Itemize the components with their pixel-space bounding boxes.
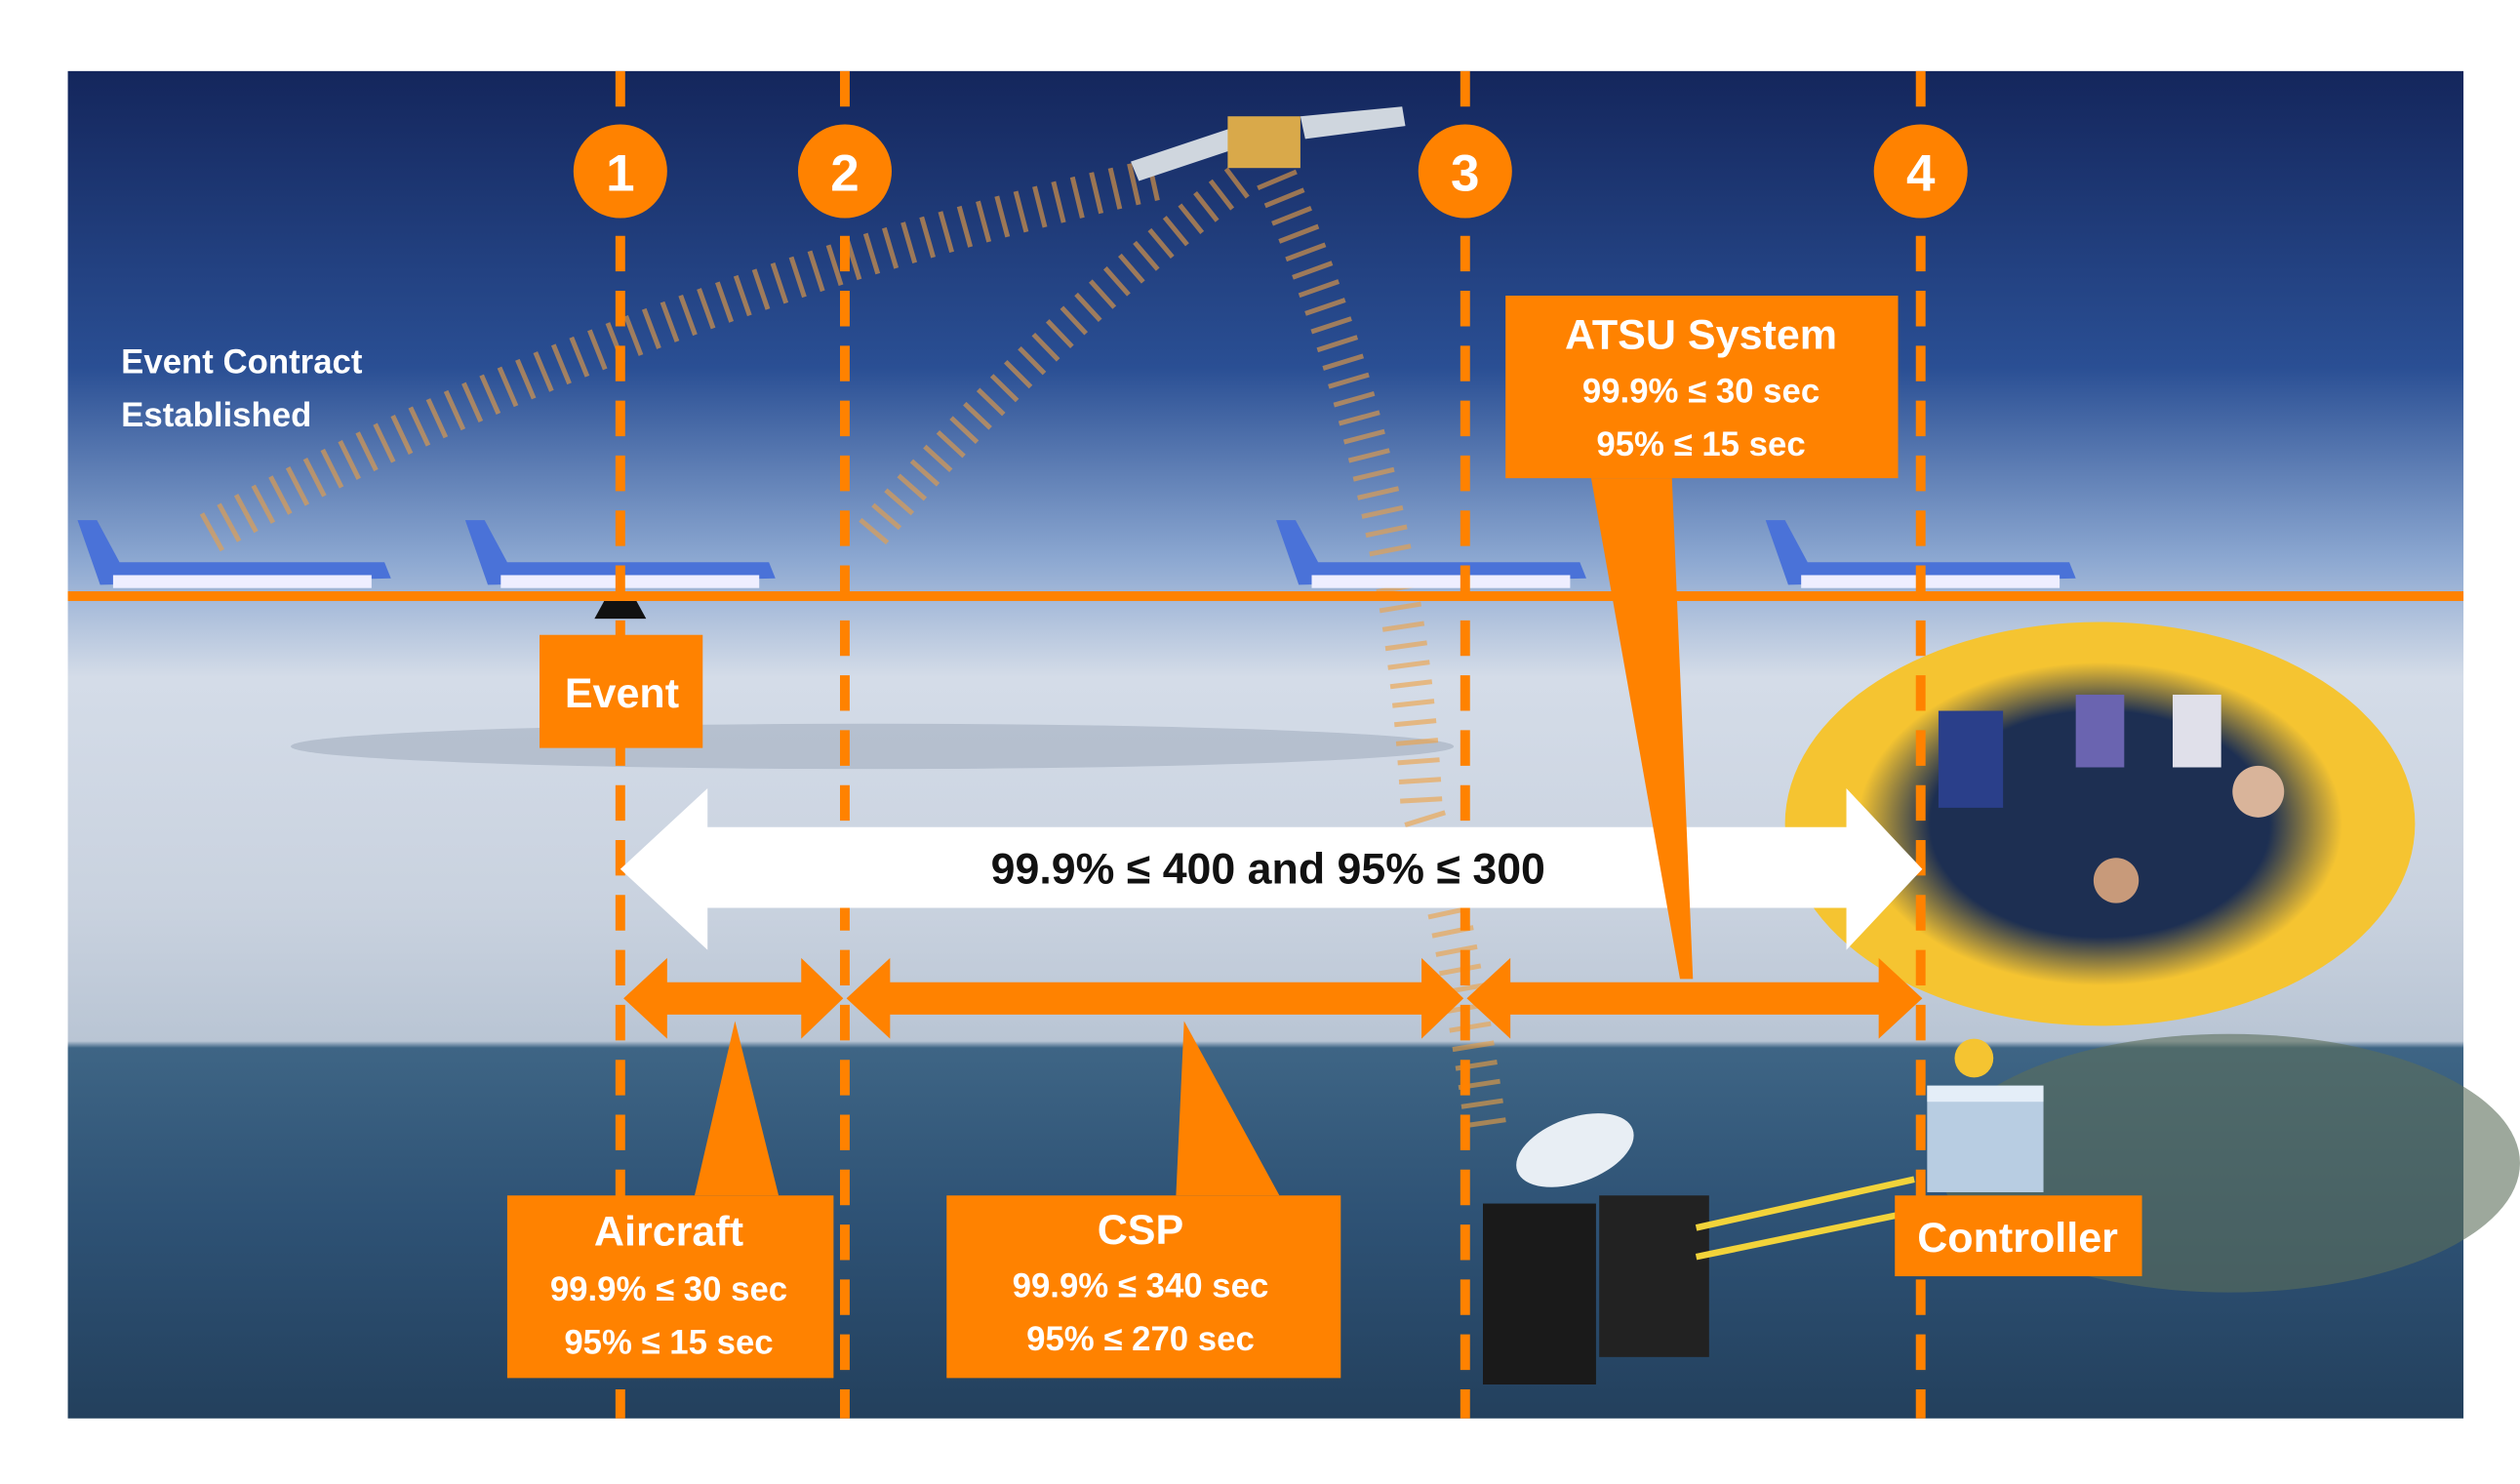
milestone-marker-4 <box>1873 124 1968 219</box>
milestone-marker-1 <box>573 124 667 219</box>
atsu-callout: ATSU System 99.9% ≤ 30 sec 95% ≤ 15 sec <box>1505 296 1899 980</box>
control-tower-building-icon <box>1927 1085 2044 1192</box>
csp-95-value: 95% ≤ 270 sec <box>1026 1321 1255 1358</box>
controller-box <box>1895 1195 2142 1277</box>
aircraft-callout: Aircraft 99.9% ≤ 30 sec 95% ≤ 15 sec <box>506 1021 834 1379</box>
total-latency-label: 99.9% ≤ 400 and 95% ≤ 300 <box>991 846 1545 894</box>
satellite-icon <box>1131 106 1406 181</box>
flight-path-line <box>67 591 2464 601</box>
milestone-number-2: 2 <box>830 144 859 202</box>
event-contract-label: Event Contract <box>121 343 363 381</box>
airplane-icon <box>1276 520 1586 588</box>
aircraft-95-value: 95% ≤ 15 sec <box>564 1325 773 1362</box>
csp-segment-arrow <box>846 957 1464 1039</box>
aircraft-999-value: 99.9% ≤ 30 sec <box>550 1271 787 1308</box>
signal-waves <box>199 157 1507 1135</box>
milestone-marker-3 <box>1418 124 1512 219</box>
milestone-marker-2 <box>797 124 892 219</box>
csp-999-value: 99.9% ≤ 340 sec <box>1013 1268 1269 1305</box>
total-latency-arrow <box>620 788 1923 950</box>
csp-title: CSP <box>1098 1207 1184 1254</box>
airplane-icon <box>464 520 776 588</box>
milestone-markers: 1 2 3 4 <box>573 124 1968 219</box>
event-contract-label-line2: Established <box>121 397 311 434</box>
aircraft-title: Aircraft <box>594 1209 743 1256</box>
airplane-icon <box>1765 520 2076 588</box>
cloud-band <box>291 723 1455 770</box>
controller-label: Controller <box>1917 1215 2118 1262</box>
milestone-number-3: 3 <box>1451 144 1479 202</box>
atsu-title: ATSU System <box>1565 312 1837 359</box>
ground-station-icon <box>1482 1113 1915 1384</box>
event-box <box>540 634 703 748</box>
milestone-number-1: 1 <box>606 144 634 202</box>
controller-thought-bubble <box>1784 622 2416 1078</box>
airplanes <box>77 520 2076 588</box>
atsu-999-value: 99.9% ≤ 30 sec <box>1582 373 1820 410</box>
atsu-segment-arrow <box>1466 957 1923 1039</box>
event-marker-icon <box>594 600 647 620</box>
aircraft-segment-arrow <box>623 957 844 1039</box>
csp-callout: CSP 99.9% ≤ 340 sec 95% ≤ 270 sec <box>946 1021 1341 1379</box>
segment-arrows <box>623 957 1923 1039</box>
milestone-number-4: 4 <box>1906 144 1936 202</box>
airplane-icon <box>77 520 391 588</box>
event-label: Event <box>565 670 679 717</box>
atsu-95-value: 95% ≤ 15 sec <box>1596 426 1805 463</box>
